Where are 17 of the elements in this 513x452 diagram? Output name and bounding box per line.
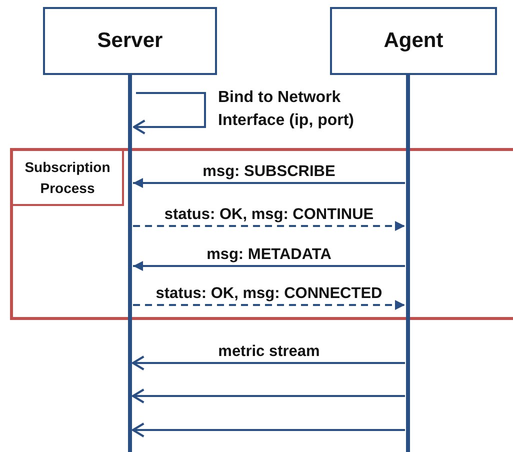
arrow bbox=[133, 261, 405, 271]
edge-label: status: OK, msg: CONTINUE bbox=[163, 207, 375, 222]
arrow bbox=[133, 221, 405, 231]
arrow bbox=[132, 92, 206, 134]
edge-label: status: OK, msg: CONNECTED bbox=[154, 286, 384, 302]
arrow bbox=[133, 300, 405, 310]
edge-label: metric stream bbox=[217, 344, 321, 360]
participant-box: Agent bbox=[330, 7, 497, 75]
arrow bbox=[132, 356, 405, 370]
fragment-label: Subscription Process bbox=[13, 151, 124, 206]
participant-box: Server bbox=[43, 7, 217, 75]
edge-label: msg: METADATA bbox=[206, 247, 332, 262]
edge-label: msg: SUBSCRIBE bbox=[202, 164, 336, 180]
arrow bbox=[133, 178, 405, 188]
edge-label: Bind to Network Interface (ip, port) bbox=[218, 88, 356, 132]
arrow bbox=[132, 422, 405, 438]
arrow bbox=[132, 388, 405, 404]
